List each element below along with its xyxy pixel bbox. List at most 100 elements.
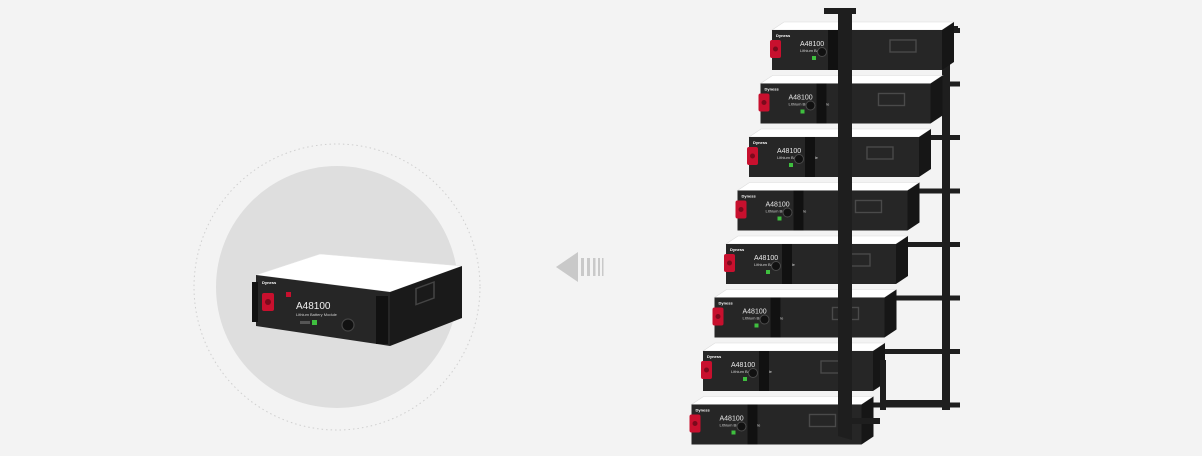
module-terminal-hole [761, 100, 767, 105]
rack-back-post-right [942, 30, 950, 410]
module-front-ear [816, 83, 827, 124]
module-led-green [766, 270, 770, 274]
module-side-handle [415, 281, 435, 306]
module-front-ear [770, 297, 781, 338]
module-model-label: A48100 [743, 309, 767, 316]
arrow-stripe-1 [581, 258, 584, 276]
module-led-green [731, 430, 736, 435]
module-front-ear [828, 30, 838, 70]
module-terminal-hole [704, 367, 709, 373]
module-model-label: A48100 [731, 362, 755, 369]
dotted-ring [193, 143, 481, 431]
module-front-ear [793, 190, 804, 231]
module-handle [854, 199, 883, 214]
module-handle [866, 146, 894, 160]
module-round-connector [805, 100, 816, 111]
rack-rung [909, 135, 960, 140]
module-led-green [743, 377, 747, 381]
rack-bottom-rung [880, 400, 942, 406]
module-round-connector [341, 318, 355, 332]
module-subtitle: Lithium Battery Module [296, 312, 338, 317]
module-top-face [702, 342, 886, 352]
module-brand-text: Dyness [719, 301, 734, 306]
module-model-label: A48100 [720, 416, 744, 423]
module-led-green [800, 109, 805, 114]
module-side-face [884, 289, 897, 338]
module-round-connector [817, 47, 827, 57]
module-brand-text: Dyness [707, 354, 722, 359]
module-top-face [713, 289, 898, 298]
module-round-connector [782, 207, 793, 218]
module-round-connector [794, 154, 804, 164]
module-front-face [749, 137, 919, 177]
arrow-stripe-2 [587, 258, 590, 276]
module-handle [808, 413, 837, 428]
module-terminal-hole [750, 153, 755, 159]
module-led-green [312, 320, 317, 325]
module-brand-text: Dyness [765, 87, 780, 92]
module-round-connector [736, 421, 747, 432]
arrow-stripe-3 [593, 258, 596, 276]
module-model-label: A48100 [777, 148, 801, 155]
module-front-face [691, 404, 862, 445]
module-led-green [812, 56, 816, 60]
arrow-stripe-5 [602, 258, 604, 276]
module-model-label: A48100 [789, 95, 813, 102]
module-side-face [919, 129, 931, 177]
module-terminal-hole [738, 207, 744, 212]
module-led-green [777, 216, 782, 221]
module-terminal-hole [727, 260, 732, 266]
battery-module-detail: Dyness A48100 Lithium Battery Module [252, 253, 463, 346]
rack-front-post-right [838, 10, 852, 440]
rack-front-top-rail [824, 8, 856, 14]
arrow-left-icon [556, 252, 604, 282]
module-brand-text: Dyness [262, 280, 277, 285]
module-top-face [725, 235, 909, 245]
module-brand-text: Dyness [776, 33, 791, 38]
module-terminal-hole [715, 314, 721, 319]
module-top-face [736, 182, 921, 191]
module-round-connector [748, 368, 758, 378]
rack-rung [886, 242, 960, 247]
module-model-label: A48100 [296, 301, 331, 312]
module-front-ear-left [252, 282, 258, 322]
module-brand-text: Dyness [730, 247, 745, 252]
module-front-ear [805, 137, 815, 177]
module-side-face [930, 75, 943, 124]
module-brand-text: Dyness [696, 408, 711, 413]
module-led-green [789, 163, 793, 167]
module-model-label: A48100 [800, 41, 824, 48]
module-front-face [714, 297, 885, 338]
module-led-green [754, 323, 759, 328]
module-led-panel [300, 321, 310, 324]
module-side-face [907, 182, 920, 231]
module-side-face [896, 236, 908, 284]
module-round-connector [759, 314, 770, 325]
module-switch [286, 292, 291, 297]
module-round-connector [771, 261, 781, 271]
module-front-face [772, 30, 942, 70]
module-brand-text: Dyness [742, 194, 757, 199]
module-terminal-hole [692, 421, 698, 426]
module-front-ear [782, 244, 792, 284]
rack-bottom-foot [880, 360, 886, 410]
rack-front-bottom-rail [850, 418, 880, 424]
arrow-head [556, 252, 578, 282]
module-handle [877, 92, 906, 107]
rack-rung [897, 188, 960, 194]
module-terminal-hole [265, 299, 271, 305]
module-side-face [390, 266, 462, 346]
module-terminal-hole [773, 46, 778, 52]
module-front-face [726, 244, 896, 284]
module-detail-group: Dyness A48100 Lithium Battery Module [193, 143, 481, 431]
